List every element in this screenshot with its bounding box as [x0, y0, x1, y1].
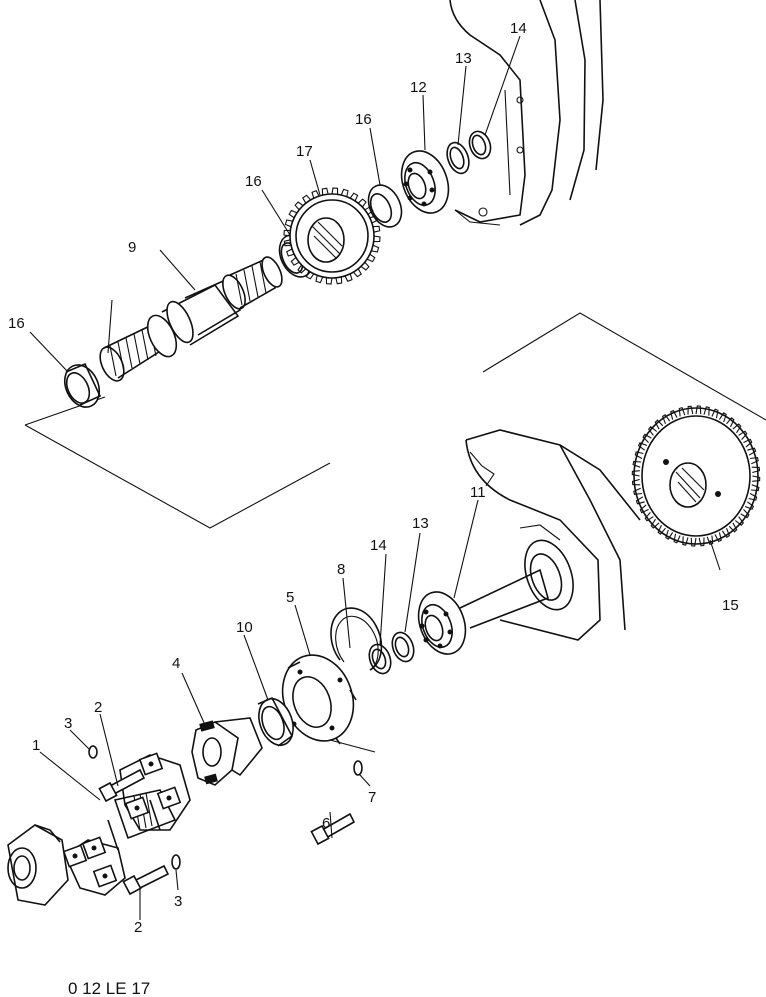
callout-14: 14: [370, 537, 387, 554]
part-16-seal-right: [367, 184, 403, 228]
part-12-bearing: [400, 150, 450, 214]
callout-10: 9: [128, 239, 136, 256]
part-9-circlip: [330, 607, 383, 671]
callout-15: 15: [722, 597, 739, 614]
callout-5: 5: [286, 589, 294, 606]
callout-14: 14: [510, 20, 527, 37]
part-3-washer-lower: [171, 854, 181, 870]
callout-11: 11: [470, 484, 486, 501]
part-14-snap-ring-upper: [468, 130, 492, 160]
upper-reference-plane: [24, 396, 331, 529]
callout-17: 17: [296, 143, 313, 160]
callout-1: 1: [32, 737, 40, 754]
callout-13: 13: [412, 515, 429, 532]
part-2-bolt-lower: [122, 864, 170, 896]
upper-housing: [449, 0, 604, 226]
gear-teeth: [283, 187, 381, 285]
part-4-yoke: [191, 717, 263, 786]
callout-3: 3: [174, 893, 182, 910]
part-3-washer-upper: [88, 745, 98, 759]
part-10-shaft: [99, 256, 283, 382]
part-17-gear: [283, 187, 381, 285]
callout-16: 16: [8, 315, 25, 332]
companion-flange: [7, 824, 69, 906]
part-13-ring-upper: [446, 141, 470, 175]
leader-lines: [29, 35, 721, 920]
part-16-seal-left: [63, 362, 102, 408]
lower-housing: [459, 312, 766, 641]
callout-13: 13: [455, 50, 472, 67]
callout-2: 2: [134, 919, 142, 936]
callout-9: 8: [337, 561, 345, 578]
callout-4: 4: [172, 655, 180, 672]
callout-16: 16: [355, 111, 372, 128]
part-11-bearing: [417, 591, 467, 655]
callout-7: 7: [368, 789, 376, 806]
part-2-bolt-upper: [98, 768, 146, 803]
drawing-code: 0 12 LE 17: [68, 979, 150, 997]
callout-3: 3: [64, 715, 72, 732]
part-13-ring-lower: [391, 631, 415, 663]
callout-16: 16: [245, 173, 262, 190]
part-15-gear: [631, 405, 761, 547]
callout-12: 12: [410, 79, 427, 96]
part-6-bolt: [310, 812, 356, 846]
part-7-washer: [353, 760, 363, 776]
callout-2: 2: [94, 699, 102, 716]
callout-labels: 9 16 16 17 16 12 13 14 15 11 13 14 8 5 1…: [8, 20, 739, 936]
callout-8: 10: [236, 619, 253, 636]
part-5-cover: [281, 654, 376, 753]
part-1-universal-joint: [62, 752, 191, 896]
callout-6: 6: [322, 815, 330, 832]
